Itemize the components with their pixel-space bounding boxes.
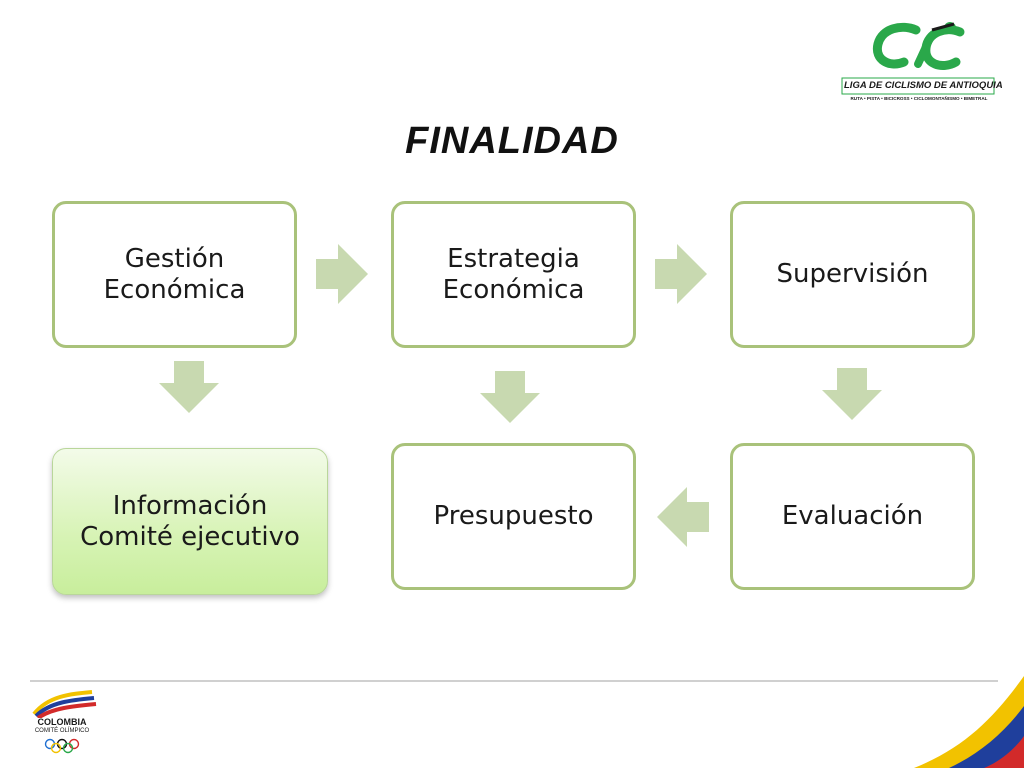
comite-olimpico-logo: COLOMBIA COMITÉ OLÍMPICO	[30, 690, 100, 760]
arrow-down-icon	[480, 371, 540, 423]
liga-logo-text: LIGA DE CICLISMO DE ANTIOQUIA	[844, 80, 1003, 91]
arrow-right-icon	[316, 244, 368, 304]
flag-stripes-decoration	[914, 676, 1024, 768]
arrow-down-icon	[159, 361, 219, 413]
footer-divider	[30, 680, 998, 682]
slide-title: FINALIDAD	[405, 120, 619, 162]
node-informacion-comite: Información Comité ejecutivo	[52, 448, 328, 595]
liga-ciclismo-logo: LIGA DE CICLISMO DE ANTIOQUIA RUTA • PIS…	[838, 18, 1003, 113]
node-presupuesto: Presupuesto	[391, 443, 636, 590]
node-estrategia-economica: Estrategia Económica	[391, 201, 636, 348]
node-supervision: Supervisión	[730, 201, 975, 348]
node-evaluacion: Evaluación	[730, 443, 975, 590]
arrow-right-icon	[655, 244, 707, 304]
olympic-logo-line2: COMITÉ OLÍMPICO	[34, 728, 90, 734]
arrow-down-icon	[822, 368, 882, 420]
arrow-left-icon	[657, 487, 709, 547]
olympic-rings-icon	[44, 738, 80, 754]
olympic-logo-line1: COLOMBIA	[37, 717, 87, 727]
liga-logo-subtext: RUTA • PISTA • BICICROSS • CICLOMONTAÑIS…	[850, 96, 988, 101]
node-gestion-economica: Gestión Económica	[52, 201, 297, 348]
